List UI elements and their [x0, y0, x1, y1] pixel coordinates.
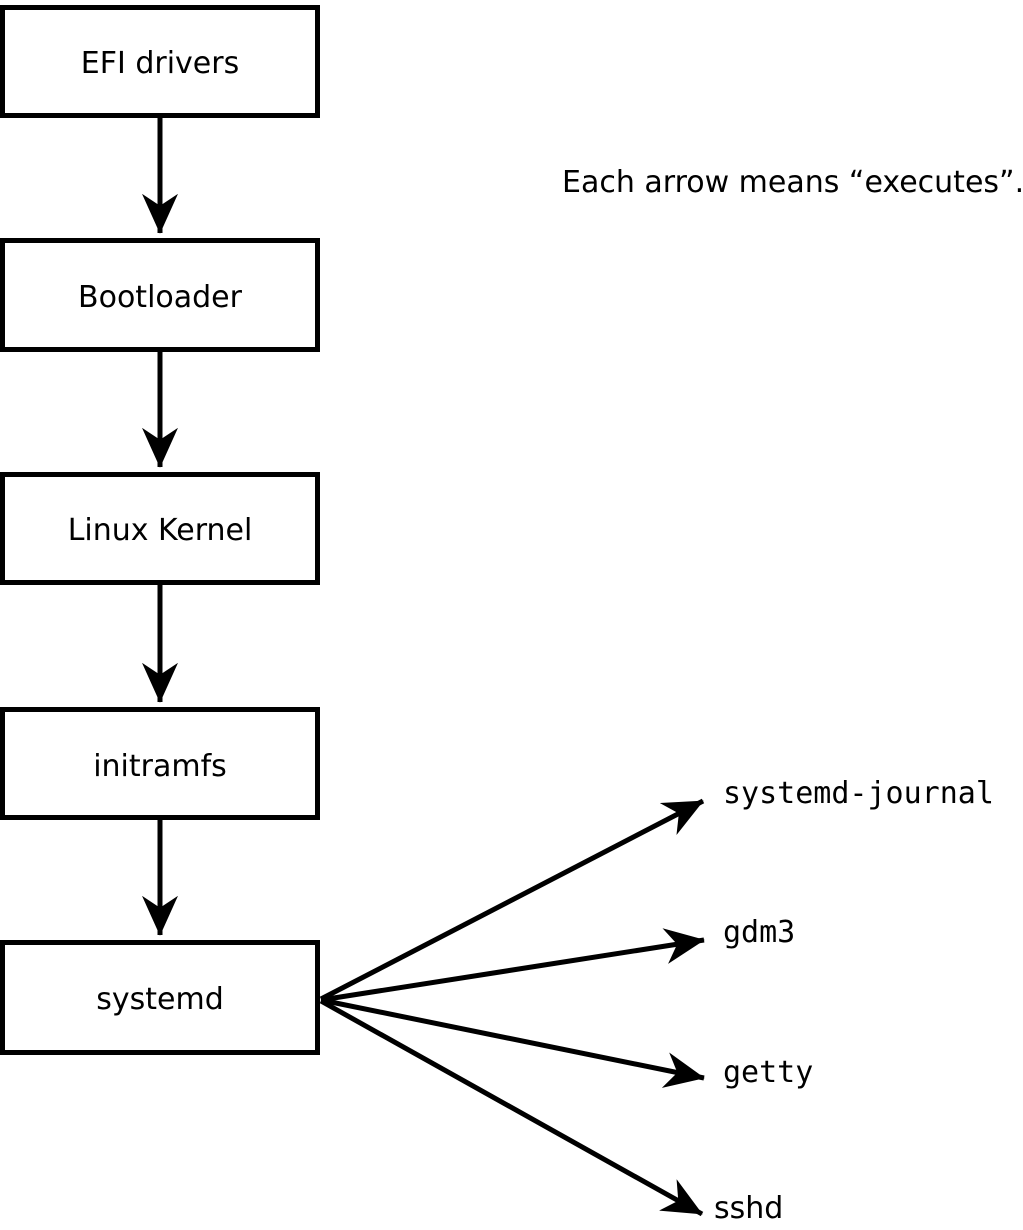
annotation-arrow-meaning: Each arrow means “executes”.	[562, 165, 1023, 200]
node-box	[0, 5, 320, 118]
node-linux-kernel: Linux Kernel	[0, 472, 320, 585]
arrow-systemd-to-sshd	[319, 998, 704, 1217]
service-label-getty: getty	[723, 1055, 813, 1090]
node-label: Bootloader	[78, 280, 243, 315]
arrow-systemd-to-getty	[320, 997, 705, 1088]
node-box	[0, 472, 320, 585]
service-label-systemd-journal: systemd-journal	[723, 776, 994, 811]
node-label: Linux Kernel	[68, 513, 253, 548]
arrow-systemd-to-gdm3	[320, 928, 705, 1003]
arrow-systemd-to-journal	[319, 798, 705, 1002]
node-label: systemd	[96, 982, 224, 1017]
service-label-sshd: sshd	[714, 1191, 783, 1226]
node-bootloader: Bootloader	[0, 238, 320, 352]
node-box	[0, 238, 320, 352]
node-efi-drivers: EFI drivers	[0, 5, 320, 118]
node-box	[0, 940, 320, 1055]
service-label-gdm3: gdm3	[723, 915, 795, 950]
node-initramfs: initramfs	[0, 707, 320, 820]
node-label: EFI drivers	[81, 46, 239, 81]
node-label: initramfs	[93, 749, 227, 784]
node-systemd: systemd	[0, 940, 320, 1055]
node-box	[0, 707, 320, 820]
